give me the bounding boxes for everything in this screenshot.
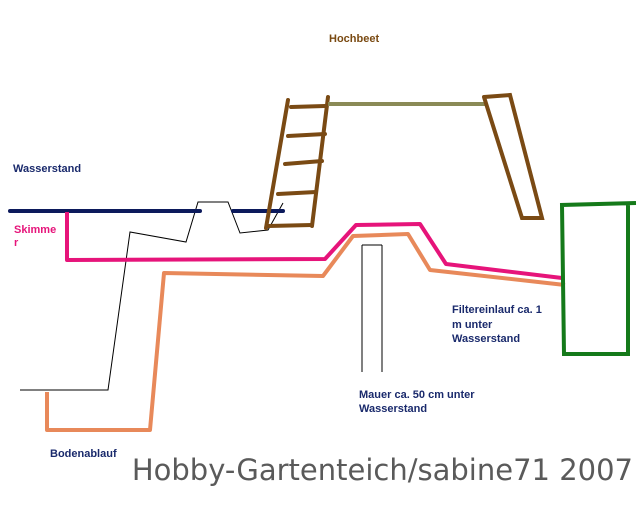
watermark: Hobby-Gartenteich/sabine71 2007 — [132, 453, 633, 487]
label-mauer-2: Wasserstand — [359, 403, 427, 415]
filter-box — [559, 201, 637, 356]
label-skimmer-1: Skimme — [14, 224, 56, 236]
label-mauer-1: Mauer ca. 50 cm unter — [359, 389, 475, 401]
label-filtereinlauf-2: m unter — [452, 319, 493, 331]
label-bodenablauf: Bodenablauf — [50, 448, 117, 460]
bottom-drain-pipe — [45, 232, 566, 432]
pond-outline — [20, 201, 284, 391]
wall — [361, 244, 383, 372]
label-hochbeet: Hochbeet — [329, 33, 379, 45]
skimmer-pipe — [65, 212, 563, 280]
label-wasserstand: Wasserstand — [13, 163, 81, 175]
raised-bed-right-wall — [482, 92, 545, 220]
raised-bed-left-wall — [264, 95, 330, 230]
label-skimmer-2: r — [14, 237, 19, 249]
label-filtereinlauf-3: Wasserstand — [452, 333, 520, 345]
label-filtereinlauf-1: Filtereinlauf ca. 1 — [452, 304, 542, 316]
